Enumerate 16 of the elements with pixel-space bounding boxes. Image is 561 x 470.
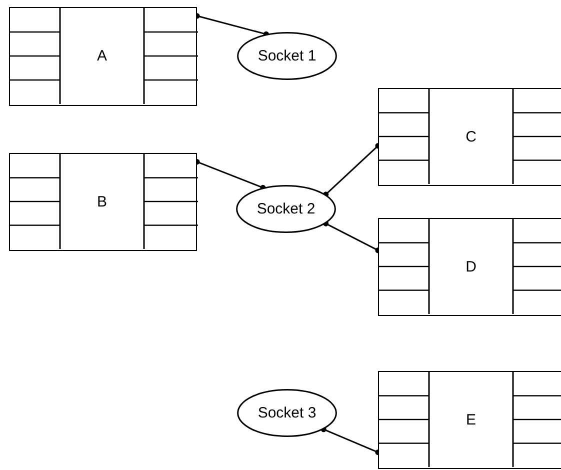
component-label: D [466, 258, 476, 275]
socket-ellipse [237, 32, 337, 80]
component-block [9, 153, 197, 251]
component-label: A [97, 48, 107, 64]
socket-label: Socket 1 [258, 48, 316, 64]
component-label: E [466, 411, 476, 428]
socket-label: Socket 3 [258, 404, 316, 422]
socket-ellipse [236, 185, 336, 233]
component-block [9, 7, 197, 106]
socket-ellipse [237, 389, 337, 437]
component-block [378, 371, 561, 469]
component-block [378, 218, 561, 316]
component-block [378, 88, 561, 186]
socket-label: Socket 2 [256, 200, 316, 218]
component-label: B [97, 193, 107, 210]
component-label: C [466, 128, 476, 145]
